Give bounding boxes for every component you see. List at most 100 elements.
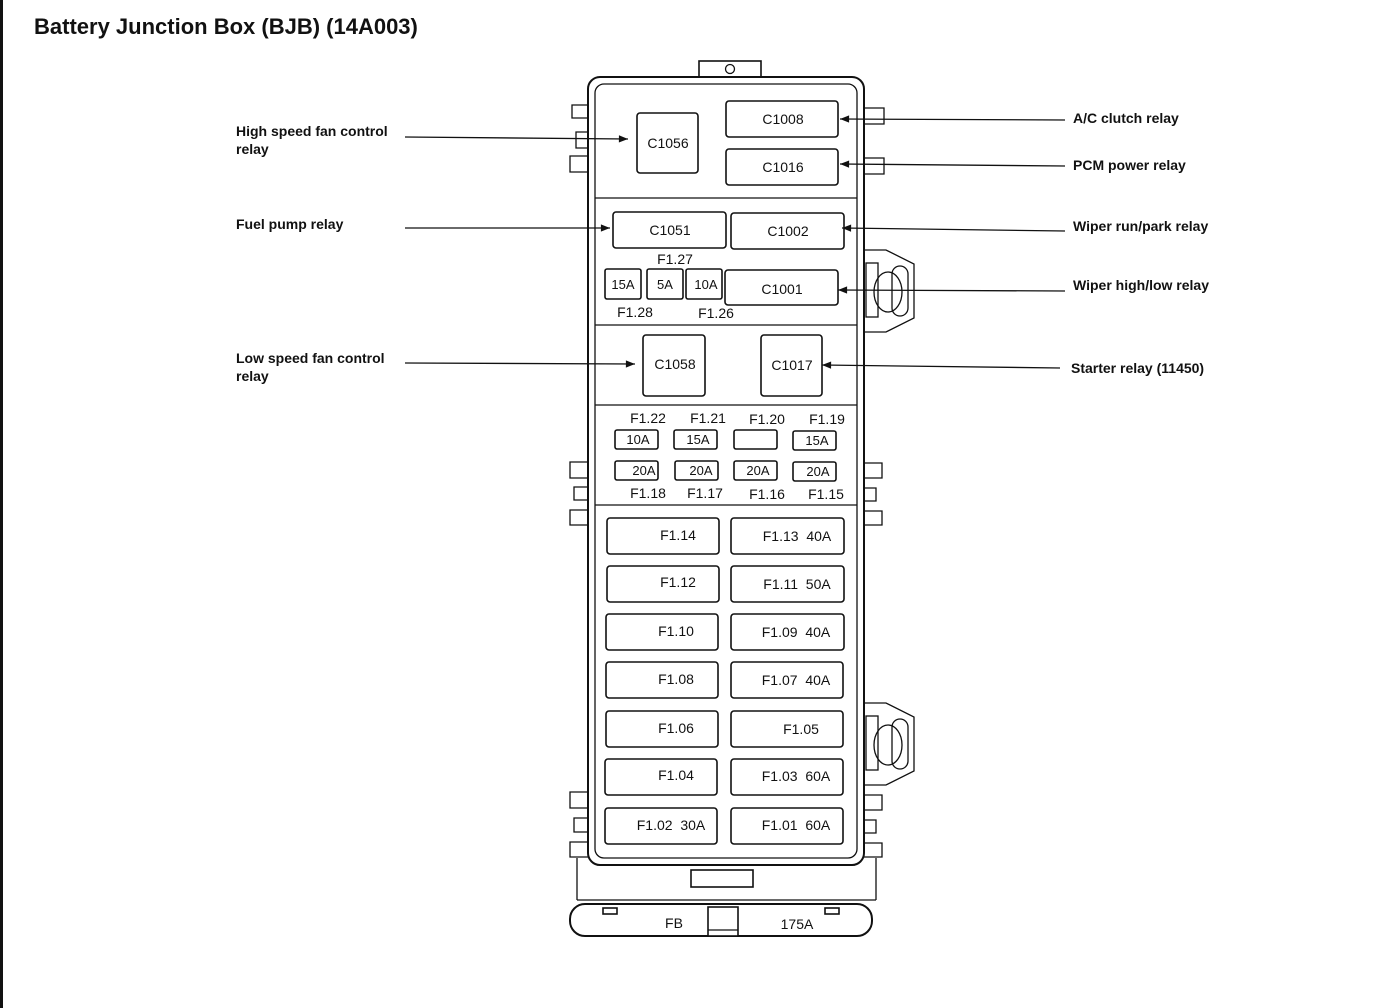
bottom-rating-label: 175A <box>781 916 814 932</box>
fuse-f108 <box>605 661 719 699</box>
fuse-f122-rating: 10A <box>626 432 649 447</box>
fuse-f111 <box>730 565 845 603</box>
arrow-high-speed-fan <box>404 135 629 143</box>
relay-c1056-label: C1056 <box>647 135 688 151</box>
relay-c1051-label: C1051 <box>649 222 690 238</box>
label-high-speed-fan-line2: relay <box>236 141 269 157</box>
label-fuel-pump-relay: Fuel pump relay <box>236 216 344 232</box>
arrow-wiper-run-park <box>841 224 1066 232</box>
fuse-f121-rating: 15A <box>686 432 709 447</box>
label-pcm-power-relay: PCM power relay <box>1073 157 1186 173</box>
fuse-f112-label: F1.12 <box>660 574 696 590</box>
bracket-mount-upper <box>864 249 915 333</box>
fuse-f117-rating: 20A <box>689 463 712 478</box>
fuse-f109 <box>730 613 845 651</box>
fuse-f104 <box>604 758 718 796</box>
fuse-f127 <box>646 268 684 300</box>
label-high-speed-fan-line1: High speed fan control <box>236 123 388 139</box>
housing-inner <box>594 83 858 859</box>
label-wiper-high-low-relay: Wiper high/low relay <box>1073 277 1210 293</box>
maxi-fuses: F1.14 F1.13 40A F1.12 F1.11 50A F1.10 F1… <box>604 517 845 845</box>
label-starter-relay: Starter relay (11450) <box>1071 360 1205 376</box>
fuse-f121 <box>673 429 718 450</box>
label-low-speed-fan-line1: Low speed fan control <box>236 350 385 366</box>
arrow-starter <box>821 361 1061 369</box>
fuse-f110-label: F1.10 <box>658 623 694 639</box>
relay-c1008 <box>725 100 839 138</box>
fuse-f102-label: F1.02 30A <box>637 817 706 833</box>
fuse-f103 <box>730 758 844 796</box>
fuse-f112 <box>606 565 720 603</box>
fuse-f104-label: F1.04 <box>658 767 694 783</box>
fuse-f113 <box>730 517 845 555</box>
fuse-f114-label: F1.14 <box>660 527 696 543</box>
fuse-f122-label: F1.22 <box>630 410 666 426</box>
arrow-wiper-high-low <box>837 286 1066 294</box>
fuse-f106-label: F1.06 <box>658 720 694 736</box>
fuse-f102 <box>604 807 718 845</box>
label-ac-clutch-relay: A/C clutch relay <box>1073 110 1179 126</box>
relay-c1017-label: C1017 <box>771 357 812 373</box>
fuse-f108-label: F1.08 <box>658 671 694 687</box>
label-low-speed-fan-line2: relay <box>236 368 269 384</box>
fuse-f120 <box>733 429 778 450</box>
side-clips <box>569 104 885 858</box>
fuse-f118-label: F1.18 <box>630 485 666 501</box>
fuse-f101-label: F1.01 60A <box>762 817 831 833</box>
fuse-f122 <box>614 429 659 450</box>
fuse-f116-label: F1.16 <box>749 486 785 502</box>
fuse-f120-label: F1.20 <box>749 411 785 427</box>
arrow-low-speed-fan <box>404 360 636 368</box>
relay-c1016-label: C1016 <box>762 159 803 175</box>
relay-c1056 <box>636 112 699 174</box>
callout-arrows <box>404 115 1066 369</box>
left-border-rule <box>0 0 3 1008</box>
fuse-f111-label: F1.11 50A <box>763 576 831 592</box>
fuse-f116-rating: 20A <box>746 463 769 478</box>
fuse-f126-label: F1.26 <box>698 305 734 321</box>
diagram-title: Battery Junction Box (BJB) (14A003) <box>34 14 418 39</box>
fuse-f118 <box>614 460 659 481</box>
fuse-f119 <box>792 430 837 451</box>
fuse-f119-rating: 15A <box>805 433 828 448</box>
fuse-f116 <box>733 460 778 481</box>
fuse-f118-rating: 20A <box>632 463 655 478</box>
relay-c1051 <box>612 211 727 249</box>
fuse-f117 <box>674 460 719 481</box>
fuse-f117-label: F1.17 <box>687 485 723 501</box>
bottom-fb-label: FB <box>665 915 683 931</box>
fuse-f126 <box>685 268 723 300</box>
fuse-f128-label: F1.28 <box>617 304 653 320</box>
bottom-housing <box>569 858 877 937</box>
fuse-f103-label: F1.03 60A <box>762 768 831 784</box>
relay-c1008-label: C1008 <box>762 111 803 127</box>
arrow-pcm-power <box>839 160 1066 168</box>
fuse-f110 <box>605 613 719 651</box>
fuse-f107-label: F1.07 40A <box>762 672 831 688</box>
top-tab-hole <box>724 63 736 75</box>
fuse-f119-label: F1.19 <box>809 411 845 427</box>
fuse-f105 <box>730 710 844 748</box>
relay-c1058 <box>642 334 706 397</box>
fuse-f126-rating: 10A <box>694 277 717 292</box>
relay-c1001-label: C1001 <box>761 281 802 297</box>
fuse-f121-label: F1.21 <box>690 410 726 426</box>
fuse-f115 <box>792 461 837 482</box>
fuse-f107 <box>730 661 844 699</box>
bracket-mount-lower <box>864 702 915 786</box>
fuse-f127-label: F1.27 <box>657 251 693 267</box>
label-wiper-run-park-relay: Wiper run/park relay <box>1073 218 1209 234</box>
relay-c1058-label: C1058 <box>654 356 695 372</box>
fuse-f115-rating: 20A <box>806 464 829 479</box>
fuse-f114 <box>606 517 720 555</box>
fuse-f115-label: F1.15 <box>808 486 844 502</box>
fuse-grid: F1.22 F1.21 F1.20 F1.19 10A 15A 15A 20A … <box>614 410 845 502</box>
fuse-f101 <box>730 807 844 845</box>
arrow-ac-clutch <box>839 115 1066 123</box>
relay-c1002-label: C1002 <box>767 223 808 239</box>
fuse-f109-label: F1.09 40A <box>762 624 831 640</box>
fuse-f105-label: F1.05 <box>783 721 819 737</box>
relay-c1016 <box>725 148 839 186</box>
